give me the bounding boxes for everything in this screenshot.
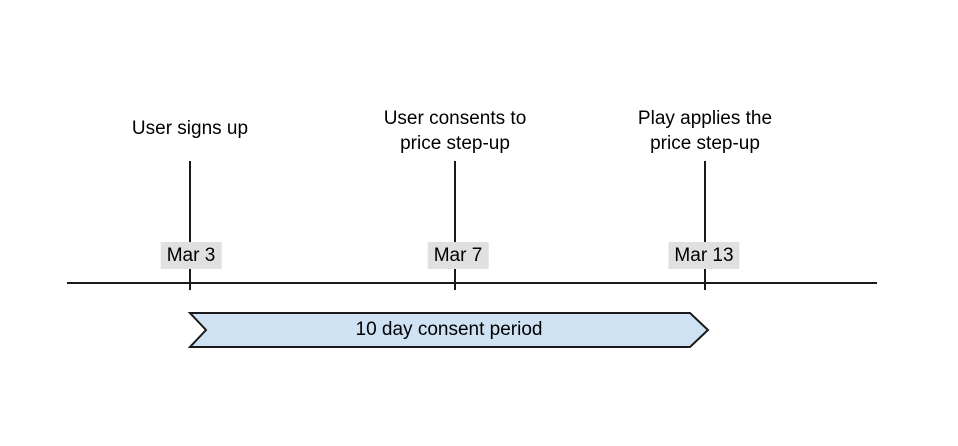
event-label-user-signs-up: User signs up	[50, 116, 330, 141]
timeline-axis	[67, 282, 877, 284]
event-tick-mar-7	[454, 161, 456, 290]
date-chip-mar-3: Mar 3	[160, 242, 222, 269]
event-label-line: Play applies the	[637, 108, 773, 129]
event-label-line: User consents to	[383, 108, 527, 129]
event-label-line: price step-up	[400, 133, 510, 154]
date-chip-mar-7: Mar 7	[427, 242, 489, 269]
chevron-banner-polygon	[187, 312, 710, 348]
event-label-play-applies: Play applies the price step-up	[565, 106, 845, 156]
date-chip-mar-13: Mar 13	[668, 242, 740, 269]
event-label-user-consents: User consents to price step-up	[315, 106, 595, 156]
event-tick-mar-3	[189, 161, 191, 290]
event-tick-mar-13	[704, 161, 706, 290]
consent-period-banner-label: 10 day consent period	[355, 319, 543, 340]
event-label-line: price step-up	[650, 133, 760, 154]
consent-period-banner-shape	[187, 312, 710, 348]
event-label-line: User signs up	[131, 118, 249, 139]
